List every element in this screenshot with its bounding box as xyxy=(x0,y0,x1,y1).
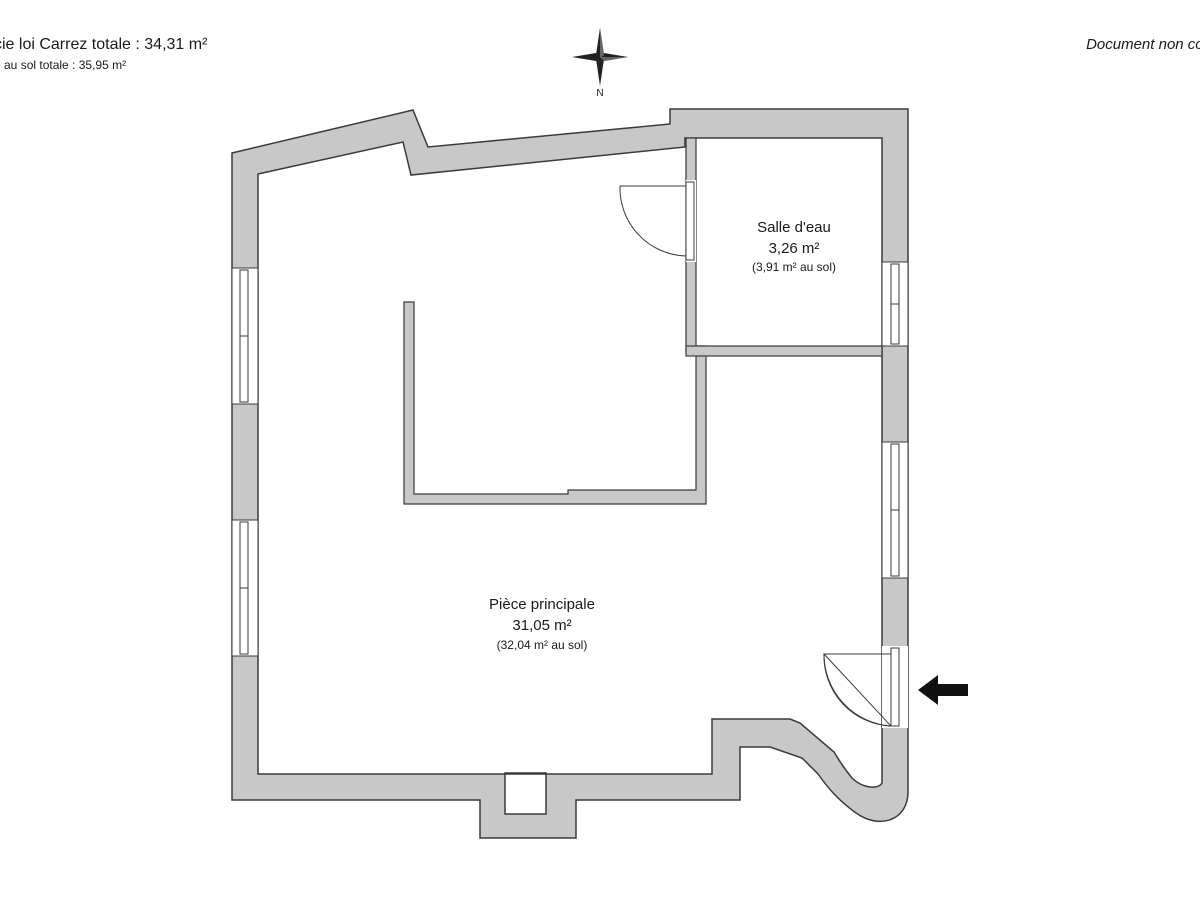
window-right-bathroom xyxy=(881,261,909,347)
room-area-piece-principale: 31,05 m² xyxy=(512,617,571,634)
total-carrez-area: cie loi Carrez totale : 34,31 m² xyxy=(0,36,208,53)
entrance-arrow-icon xyxy=(918,675,968,705)
outer-wall xyxy=(231,108,909,839)
compass-icon: N xyxy=(572,28,628,99)
window-left-upper xyxy=(231,267,259,405)
total-floor-area: e au sol totale : 35,95 m² xyxy=(0,58,127,72)
inner-partition xyxy=(403,301,707,505)
disclaimer-text: Document non con xyxy=(1086,36,1200,53)
compass-north-label: N xyxy=(596,88,603,99)
room-floor-area-piece-principale: (32,04 m² au sol) xyxy=(497,638,588,652)
room-area-salle-deau: 3,26 m² xyxy=(769,240,820,257)
room-name-piece-principale: Pièce principale xyxy=(489,596,595,613)
window-left-lower xyxy=(231,519,259,657)
bathroom-door xyxy=(619,180,696,262)
wall-niche xyxy=(504,773,547,815)
room-name-salle-deau: Salle d'eau xyxy=(757,219,831,236)
window-right-main xyxy=(881,441,909,579)
room-floor-area-salle-deau: (3,91 m² au sol) xyxy=(752,260,836,274)
entrance-door xyxy=(823,646,908,728)
bathroom-partition-horizontal xyxy=(685,345,883,357)
